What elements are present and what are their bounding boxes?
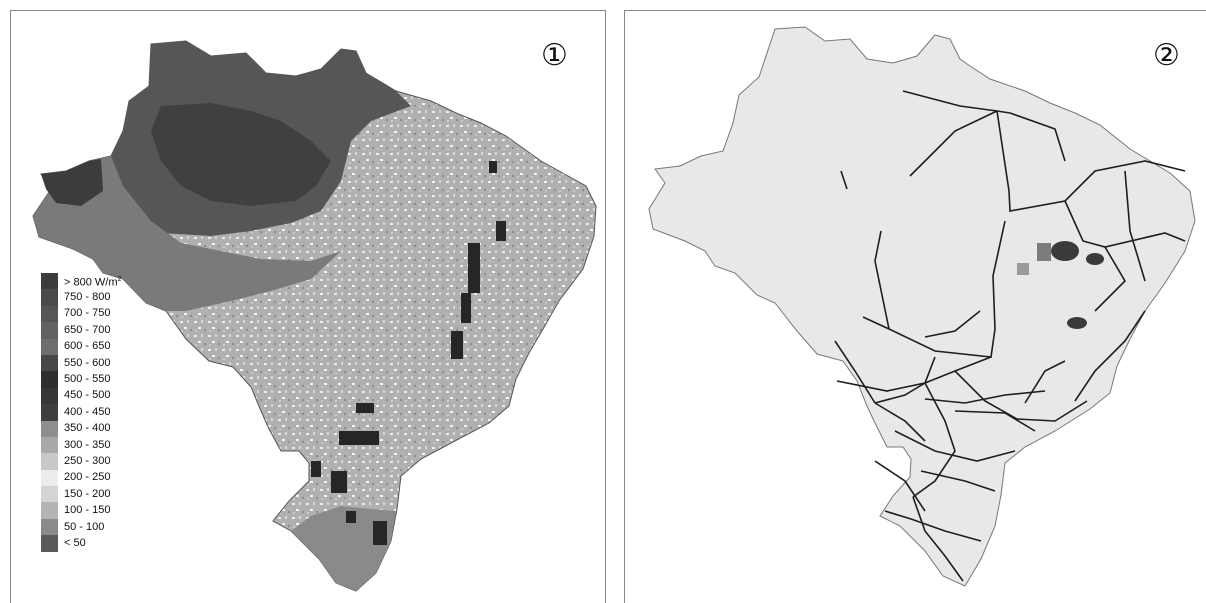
legend-label: 500 - 550 — [64, 373, 111, 386]
solar-irradiance-map — [32, 40, 597, 592]
legend-item: 600 - 650 — [41, 338, 121, 355]
legend-label: 300 - 350 — [64, 438, 111, 451]
west-mid-region — [33, 156, 341, 311]
legend-label: 200 - 250 — [64, 471, 111, 484]
brazil-outline-2 — [648, 26, 1196, 587]
legend-label: 600 - 650 — [64, 340, 111, 353]
legend-item: 50 - 100 — [41, 518, 121, 536]
legend-swatch — [41, 420, 58, 437]
legend-swatch — [41, 322, 58, 339]
legend-item: 650 - 700 — [41, 322, 121, 339]
legend-item: 350 - 400 — [41, 420, 121, 437]
dark-patches — [1017, 241, 1104, 329]
legend-label: 650 - 700 — [64, 323, 111, 336]
legend-item: 150 - 200 — [41, 486, 121, 503]
legend-item: 400 - 450 — [41, 404, 121, 421]
dark-west-edge — [41, 159, 103, 206]
legend-label: 700 - 750 — [64, 307, 111, 320]
legend-item: 500 - 550 — [41, 371, 121, 388]
legend-label: 50 - 100 — [64, 520, 105, 533]
legend-label: > 800 W/m2 — [64, 275, 122, 289]
legend-swatch — [41, 502, 58, 519]
legend-swatch — [41, 289, 58, 306]
legend-label: 100 - 150 — [64, 504, 111, 517]
legend-label: 150 - 200 — [64, 487, 111, 500]
central-dark-core — [151, 103, 331, 206]
legend-swatch — [41, 371, 58, 388]
legend-item: 200 - 250 — [41, 469, 121, 487]
legend-unit-superscript: 2 — [117, 275, 122, 283]
legend-item: 100 - 150 — [41, 502, 121, 519]
legend-label: 550 - 600 — [64, 356, 111, 369]
map-panel-1: ① > 800 W/m2 750 - 800 700 - 750 650 - 700 6… — [10, 10, 606, 603]
legend-label: 250 - 300 — [64, 454, 111, 467]
legend-item: 450 - 500 — [41, 387, 121, 405]
legend-swatch — [41, 469, 58, 487]
southern-mid-region — [291, 506, 396, 591]
map-panel-2: ② — [624, 10, 1206, 603]
legend-label: 750 - 800 — [64, 291, 111, 304]
transmission-lines — [834, 90, 1186, 582]
transmission-network-map — [648, 26, 1196, 587]
legend-item: < 50 — [41, 535, 121, 552]
panel-number-1: ① — [541, 38, 568, 73]
legend-swatch — [41, 273, 58, 290]
legend-swatch — [41, 436, 58, 454]
legend-item: 700 - 750 — [41, 305, 121, 323]
legend-item: 250 - 300 — [41, 453, 121, 470]
legend-swatch — [41, 453, 58, 470]
dark-spots — [311, 161, 506, 545]
legend-swatch — [41, 535, 58, 552]
legend-label: 350 - 400 — [64, 422, 111, 435]
legend-swatch — [41, 518, 58, 536]
legend-label: 450 - 500 — [64, 389, 111, 402]
legend-swatch — [41, 404, 58, 421]
legend-label: 400 - 450 — [64, 405, 111, 418]
panel-number-2: ② — [1153, 38, 1180, 73]
legend-item: 750 - 800 — [41, 289, 121, 306]
legend-swatch — [41, 486, 58, 503]
legend-item: 550 - 600 — [41, 354, 121, 372]
legend-swatch — [41, 387, 58, 405]
legend-item: 300 - 350 — [41, 436, 121, 454]
legend-swatch — [41, 305, 58, 323]
legend-swatch — [41, 354, 58, 372]
legend-item: > 800 W/m2 — [41, 273, 122, 290]
legend-swatch — [41, 338, 58, 355]
legend: > 800 W/m2 750 - 800 700 - 750 650 - 700 600… — [41, 273, 121, 552]
legend-label: < 50 — [64, 536, 86, 549]
